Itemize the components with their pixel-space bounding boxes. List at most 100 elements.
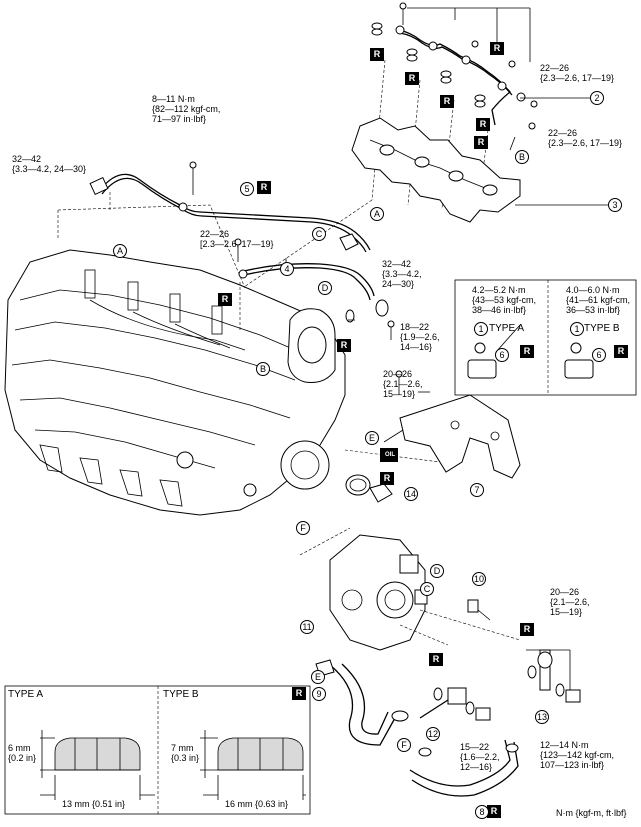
removal-badge: R bbox=[257, 181, 271, 194]
torque-pipe-5: 8—11 N·m {82—112 kgf-cm, 71—97 in·lbf} bbox=[152, 94, 220, 124]
injection-pipe-assembly bbox=[221, 2, 538, 303]
part-13 bbox=[526, 649, 581, 703]
torque-value-alt: {2.3—2.6, 17—19} bbox=[540, 73, 615, 83]
sensor-14 bbox=[345, 429, 404, 503]
torque-value-alt: {1.9—2.6, bbox=[400, 332, 440, 342]
callout-number: 4 bbox=[280, 262, 294, 276]
dimension-value: 6 mm bbox=[8, 743, 31, 753]
pipe-4 bbox=[234, 233, 395, 340]
oil-badge: OIL bbox=[385, 452, 395, 458]
torque-value: 32—42 bbox=[12, 154, 42, 164]
torque-pipe-clip: 22—26 [2.3—2.6, 17—19} bbox=[200, 229, 274, 249]
callout-number: 1 bbox=[570, 322, 584, 336]
removal-badge: R bbox=[520, 623, 534, 636]
torque-value-alt2: 15—19} bbox=[550, 607, 583, 617]
removal-badge: R bbox=[614, 345, 628, 358]
torque-value-alt: {82—112 kgf-cm, bbox=[152, 104, 221, 114]
hose-9 bbox=[315, 659, 396, 746]
removal-badge: R bbox=[490, 42, 504, 55]
torque-bracket: 20—26 {2.1—2.6, 15—19} bbox=[383, 369, 423, 399]
removal-badge: R bbox=[380, 472, 394, 485]
torque-sensor: 32—42 {3.3—4.2, 24—30} bbox=[12, 154, 86, 174]
torque-value-alt: {3.3—4.2, 24—30} bbox=[12, 164, 87, 174]
nut-detail-panel bbox=[4, 685, 311, 815]
nut-type-a-height: 6 mm {0.2 in} bbox=[8, 743, 36, 763]
type-b-label: TYPE B bbox=[584, 323, 620, 334]
torque-value-alt2: 38—46 in·lbf} bbox=[472, 305, 527, 315]
torque-value: 20—26 bbox=[550, 587, 580, 597]
torque-pipe-4: 32—42 {3.3—4.2, 24—30} bbox=[382, 259, 422, 289]
callout-number: 11 bbox=[300, 620, 314, 634]
callout-number: 6 bbox=[495, 348, 509, 362]
callout-letter: F bbox=[397, 738, 411, 752]
torque-value-alt: {43—53 kgf-cm, bbox=[472, 295, 537, 305]
torque-value: 18—22 bbox=[400, 322, 430, 332]
callout-letter: A bbox=[370, 207, 384, 221]
torque-value: 22—26 bbox=[548, 128, 578, 138]
callout-letter: B bbox=[256, 362, 270, 376]
torque-value: 4.0—6.0 N·m bbox=[566, 285, 620, 295]
type-detail-panel bbox=[454, 279, 637, 396]
torque-value-alt2: 24—30} bbox=[382, 279, 415, 289]
type-a-torque: 4.2—5.2 N·m {43—53 kgf-cm, 38—46 in·lbf} bbox=[472, 285, 536, 315]
callout-letter: C bbox=[420, 582, 434, 596]
torque-value: 32—42 bbox=[382, 259, 412, 269]
removal-badge: R bbox=[476, 118, 490, 131]
torque-mid-right: 22—26 {2.3—2.6, 17—19} bbox=[548, 128, 622, 148]
callout-number: 6 bbox=[592, 348, 606, 362]
torque-value: 22—26 bbox=[200, 229, 230, 239]
torque-value-alt2: 107—123 in·lbf} bbox=[540, 760, 605, 770]
fuel-pump-11 bbox=[299, 527, 521, 651]
torque-hose-bolt: 15—22 {1.6—2.2, 12—16} bbox=[460, 742, 500, 772]
torque-value-alt2: 14—16} bbox=[400, 342, 433, 352]
torque-value-alt2: 15—19} bbox=[383, 389, 416, 399]
injector-cover bbox=[351, 117, 521, 223]
torque-value-alt: {1.6—2.2, bbox=[460, 752, 500, 762]
torque-value: 4.2—5.2 N·m bbox=[472, 285, 526, 295]
callout-letter: C bbox=[312, 227, 326, 241]
dimension-value-alt: {0.2 in} bbox=[8, 753, 37, 763]
union-bolt-12 bbox=[391, 687, 491, 722]
dimension-value: 7 mm bbox=[171, 743, 194, 753]
type-b-torque: 4.0—6.0 N·m {41—61 kgf-cm, 36—53 in·lbf} bbox=[566, 285, 630, 315]
torque-value-alt: [2.3—2.6, 17—19} bbox=[200, 239, 274, 249]
callout-number: 13 bbox=[535, 710, 549, 724]
callout-number: 7 bbox=[470, 483, 484, 497]
units-note: N·m {kgf-m, ft·lbf} bbox=[556, 808, 627, 818]
removal-badge: R bbox=[487, 805, 501, 818]
removal-badge: R bbox=[474, 136, 488, 149]
callout-number: 9 bbox=[312, 687, 326, 701]
removal-badge: R bbox=[218, 293, 232, 306]
torque-value: 12—14 N·m bbox=[540, 740, 589, 750]
callout-letter: E bbox=[365, 431, 379, 445]
callout-number: 1 bbox=[474, 322, 488, 336]
callout-number: 2 bbox=[590, 91, 604, 105]
nut-type-a-label: TYPE A bbox=[8, 689, 44, 700]
callout-number: 14 bbox=[404, 487, 418, 501]
torque-nut-13: 12—14 N·m {123—142 kgf-cm, 107—123 in·lb… bbox=[540, 740, 614, 770]
hose-8 bbox=[409, 739, 519, 797]
nut-type-b-width: 16 mm {0.63 in} bbox=[225, 799, 289, 809]
removal-badge: R bbox=[520, 345, 534, 358]
torque-top-right: 22—26 {2.3—2.6, 17—19} bbox=[540, 63, 614, 83]
type-a-label: TYPE A bbox=[489, 323, 525, 334]
torque-value-alt: {3.3—4.2, bbox=[382, 269, 422, 279]
callout-letter: A bbox=[113, 244, 127, 258]
callout-letter: D bbox=[430, 564, 444, 578]
torque-value-alt: {41—61 kgf-cm, bbox=[566, 295, 631, 305]
torque-value-alt2: 36—53 in·lbf} bbox=[566, 305, 621, 315]
callout-number: 8 bbox=[475, 805, 489, 819]
torque-pump-bolt: 20—26 {2.1—2.6, 15—19} bbox=[550, 587, 590, 617]
torque-value-alt: {2.1—2.6, bbox=[550, 597, 590, 607]
torque-value-alt: {2.1—2.6, bbox=[383, 379, 423, 389]
removal-badge: R bbox=[440, 95, 454, 108]
removal-badge: R bbox=[429, 653, 443, 666]
nut-type-b-label: TYPE B bbox=[163, 689, 199, 700]
torque-value: 20—26 bbox=[383, 369, 413, 379]
removal-badge: R bbox=[405, 72, 419, 85]
torque-value: 15—22 bbox=[460, 742, 490, 752]
callout-number: 12 bbox=[426, 727, 440, 741]
torque-value: 8—11 N·m bbox=[152, 94, 195, 104]
